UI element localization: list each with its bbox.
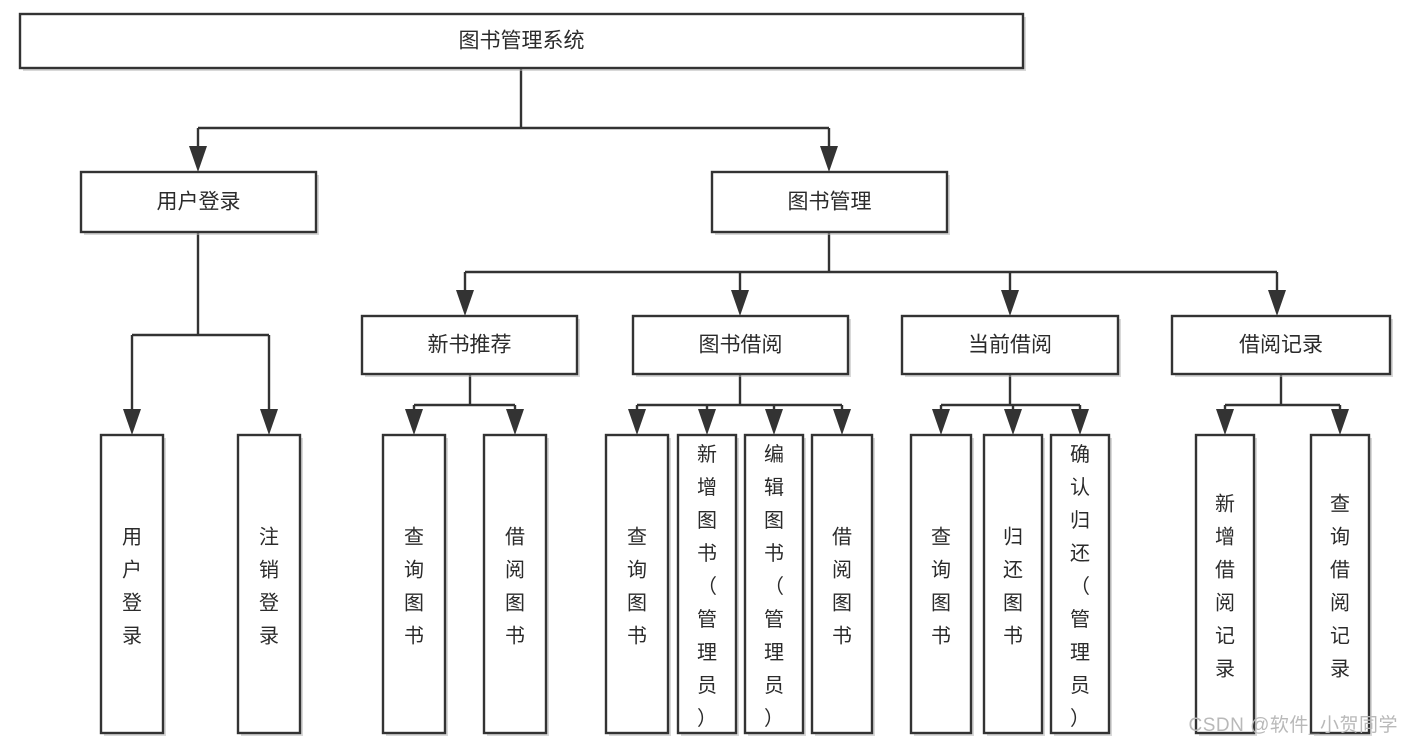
node-leaf-rec-search[interactable]: 查询借阅记录 [1309, 433, 1372, 736]
node-box[interactable] [982, 433, 1044, 735]
node-box[interactable] [18, 12, 1025, 70]
node-label: 编辑图书（管理员） [764, 443, 784, 730]
node-user-login[interactable]: 用户登录 [79, 170, 319, 235]
node-box[interactable] [604, 433, 670, 735]
node-leaf-borrow-edit[interactable]: 编辑图书（管理员） [743, 433, 806, 736]
arrow-head-icon-new-book-rec-1 [506, 409, 524, 435]
node-label: 借阅图书 [505, 526, 525, 648]
node-borrow-record[interactable]: 借阅记录 [1170, 314, 1393, 377]
node-layer: 图书管理系统用户登录图书管理新书推荐图书借阅当前借阅借阅记录用户登录注销登录查询… [18, 12, 1393, 736]
arrow-head-icon-book-borrow-1 [698, 409, 716, 435]
node-leaf-user-logout[interactable]: 注销登录 [236, 433, 303, 736]
arrow-head-icon-current-borrow-1 [1004, 409, 1022, 435]
arrow-head-icon-book-manage-1 [731, 290, 749, 316]
node-label: 图书借阅 [699, 334, 783, 357]
node-label: 查询图书 [404, 526, 424, 648]
node-label: 图书管理 [788, 191, 872, 214]
arrow-head-icon-book-borrow-2 [765, 409, 783, 435]
node-root-book-management-system[interactable]: 图书管理系统 [18, 12, 1026, 71]
connector-layer [123, 68, 1349, 435]
node-label: 新增借阅记录 [1215, 493, 1235, 681]
arrow-head-icon-borrow-record-0 [1216, 409, 1234, 435]
node-box[interactable] [909, 433, 973, 735]
node-leaf-rec-borrow[interactable]: 借阅图书 [482, 433, 549, 736]
node-label: 查询图书 [931, 526, 951, 648]
node-box[interactable] [1170, 314, 1392, 376]
node-box[interactable] [1309, 433, 1371, 735]
node-box[interactable] [900, 314, 1120, 376]
arrow-head-icon-book-manage-0 [456, 290, 474, 316]
node-box[interactable] [676, 433, 738, 735]
node-book-borrow[interactable]: 图书借阅 [631, 314, 851, 377]
node-label: 查询借阅记录 [1330, 493, 1350, 681]
node-box[interactable] [631, 314, 850, 376]
arrow-head-icon-new-book-rec-0 [405, 409, 423, 435]
node-label: 新书推荐 [428, 334, 512, 357]
arrow-head-icon-current-borrow-0 [932, 409, 950, 435]
arrow-head-icon-user-login-1 [260, 409, 278, 435]
node-box[interactable] [1049, 433, 1111, 735]
node-book-manage[interactable]: 图书管理 [710, 170, 950, 235]
node-label: 新增图书（管理员） [697, 443, 717, 730]
arrow-head-icon-book-manage-3 [1268, 290, 1286, 316]
arrow-head-icon-borrow-record-1 [1331, 409, 1349, 435]
node-box[interactable] [360, 314, 579, 376]
node-box[interactable] [99, 433, 165, 735]
node-leaf-borrow-query[interactable]: 查询图书 [604, 433, 671, 736]
node-new-book-rec[interactable]: 新书推荐 [360, 314, 580, 377]
node-box[interactable] [482, 433, 548, 735]
arrow-head-icon-root-0 [189, 146, 207, 172]
arrow-head-icon-root-1 [820, 146, 838, 172]
node-box[interactable] [381, 433, 447, 735]
node-label: 注销登录 [259, 526, 279, 648]
node-label: 用户登录 [122, 527, 142, 648]
node-leaf-user-login[interactable]: 用户登录 [99, 433, 166, 736]
node-label: 查询图书 [627, 526, 647, 648]
node-box[interactable] [236, 433, 302, 735]
arrow-head-icon-current-borrow-2 [1071, 409, 1089, 435]
node-label: 确认归还（管理员） [1070, 443, 1090, 730]
node-leaf-borrow-add[interactable]: 新增图书（管理员） [676, 433, 739, 736]
arrow-head-icon-book-borrow-3 [833, 409, 851, 435]
node-leaf-rec-query[interactable]: 查询图书 [381, 433, 448, 736]
node-label: 图书管理系统 [459, 30, 585, 53]
node-label: 归还图书 [1003, 526, 1023, 648]
node-leaf-borrow-do[interactable]: 借阅图书 [810, 433, 875, 736]
csdn-watermark: CSDN @软件_小贺同学 [1189, 714, 1398, 736]
arrow-head-icon-book-borrow-0 [628, 409, 646, 435]
node-label: 借阅图书 [832, 526, 852, 648]
node-leaf-cur-confirm[interactable]: 确认归还（管理员） [1049, 433, 1112, 736]
node-leaf-cur-query[interactable]: 查询图书 [909, 433, 974, 736]
node-label: 借阅记录 [1239, 334, 1323, 357]
node-leaf-rec-add[interactable]: 新增借阅记录 [1194, 433, 1257, 736]
node-leaf-cur-return[interactable]: 归还图书 [982, 433, 1045, 736]
node-box[interactable] [743, 433, 805, 735]
node-current-borrow[interactable]: 当前借阅 [900, 314, 1121, 377]
node-box[interactable] [810, 433, 874, 735]
node-box[interactable] [1194, 433, 1256, 735]
arrow-head-icon-user-login-0 [123, 409, 141, 435]
node-label: 用户登录 [157, 191, 241, 214]
node-box[interactable] [79, 170, 318, 234]
arrow-head-icon-book-manage-2 [1001, 290, 1019, 316]
node-box[interactable] [710, 170, 949, 234]
node-label: 当前借阅 [968, 334, 1052, 357]
